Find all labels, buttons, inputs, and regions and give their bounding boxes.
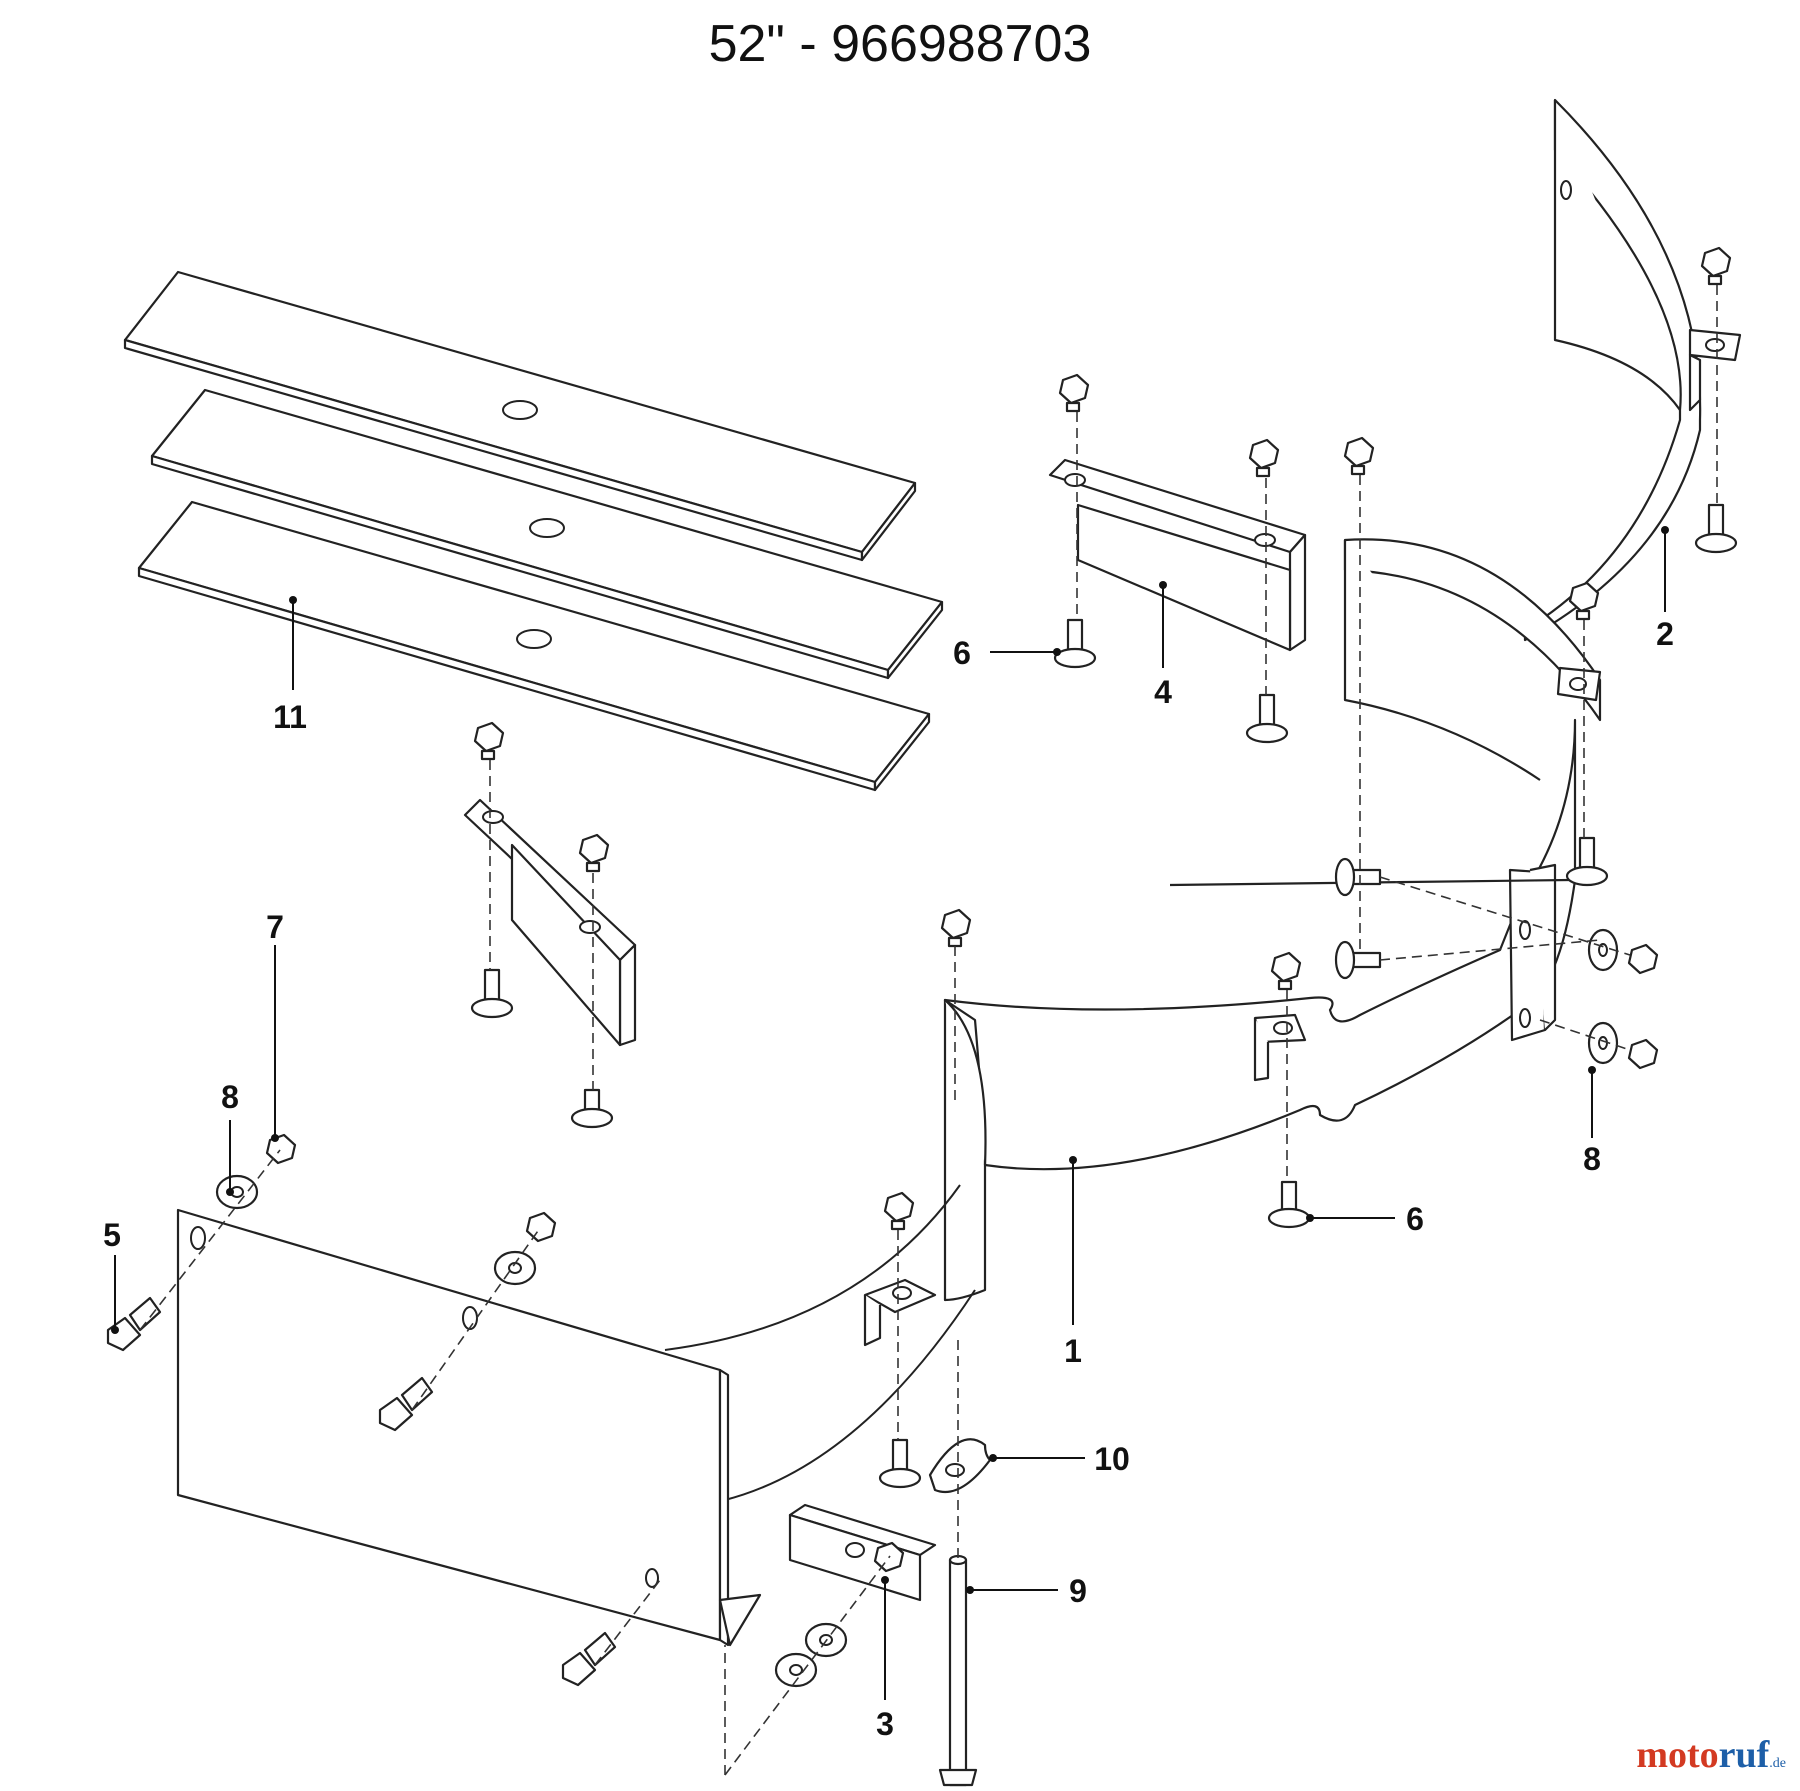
carriage-bolt: [1334, 940, 1382, 980]
callout-6-left: 6: [953, 635, 971, 671]
flat-washer: [215, 1174, 259, 1210]
upper-bracket: [1048, 458, 1307, 652]
long-pin: [938, 1554, 978, 1787]
right-baffle: [1343, 98, 1742, 781]
small-clip: [863, 1278, 937, 1347]
hex-nut: [1343, 436, 1375, 476]
carriage-bolt: [878, 1438, 922, 1489]
callout-7: 7: [266, 909, 284, 945]
blade-stack: [123, 270, 944, 792]
callout-2: 2: [1656, 616, 1674, 652]
lower-bar: [788, 1503, 937, 1602]
blade-bottom: [137, 500, 931, 792]
hex-nut: [525, 1211, 557, 1243]
hex-bolt: [378, 1376, 434, 1432]
callout-8-left: 8: [221, 1079, 239, 1115]
hex-nut: [883, 1191, 915, 1231]
carriage-bolt: [1334, 857, 1382, 897]
callout-8-right: 8: [1583, 1141, 1601, 1177]
callout-labels: 1 2 3 4 5 6 6 7 8 8 9 10 11: [103, 616, 1674, 1742]
callout-5: 5: [103, 1217, 121, 1253]
hex-nut: [940, 908, 972, 948]
callout-10: 10: [1094, 1441, 1130, 1477]
diagram-title: 52" - 966988703: [708, 15, 1092, 73]
hex-nut: [1058, 373, 1090, 413]
carriage-bolt: [1694, 503, 1738, 554]
carriage-bolt: [1267, 1180, 1311, 1229]
watermark-part1: moto: [1636, 1734, 1719, 1776]
callout-1: 1: [1064, 1333, 1082, 1369]
carriage-bolt: [570, 1088, 614, 1129]
main-baffle: [664, 718, 1577, 1501]
callout-leaders: [111, 526, 1669, 1700]
hex-bolt: [561, 1631, 617, 1687]
flat-washer: [1587, 1021, 1619, 1065]
watermark-logo: motoruf.de: [1636, 1733, 1786, 1777]
hex-nut: [265, 1133, 297, 1165]
carriage-bolt: [1053, 618, 1097, 669]
flat-washer: [1587, 928, 1619, 972]
callout-9: 9: [1069, 1573, 1087, 1609]
hex-nut: [1568, 581, 1600, 621]
pivot-clip: [928, 1438, 992, 1494]
flat-washer: [774, 1652, 818, 1688]
blade-top: [123, 270, 917, 562]
carriage-bolt: [1245, 693, 1289, 744]
carriage-bolt: [470, 968, 514, 1019]
hex-nut: [1627, 1038, 1659, 1070]
callout-4: 4: [1154, 674, 1172, 710]
hex-nut: [1270, 951, 1302, 991]
deflector-plate: [176, 1208, 762, 1647]
hex-nut: [1627, 943, 1659, 975]
flat-washer: [493, 1250, 537, 1286]
blade-middle: [150, 388, 944, 680]
callout-6-right: 6: [1406, 1201, 1424, 1237]
callout-11: 11: [273, 699, 307, 735]
hex-nut: [473, 721, 505, 761]
hex-nut: [1700, 246, 1732, 286]
watermark-part2: ruf: [1718, 1734, 1770, 1776]
hex-nut: [578, 833, 610, 873]
hex-nut: [1248, 438, 1280, 478]
hardware: [106, 246, 1738, 1776]
watermark-suffix: .de: [1769, 1756, 1786, 1771]
carriage-bolt: [1565, 836, 1609, 887]
callout-3: 3: [876, 1706, 894, 1742]
